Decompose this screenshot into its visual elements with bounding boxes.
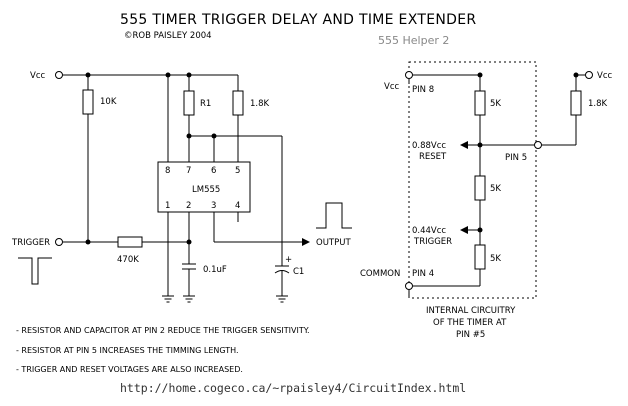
reset-voltage-label: 0.88Vcc (412, 141, 446, 151)
trigger-label-left: TRIGGER (11, 238, 50, 248)
note-1: - RESISTOR AND CAPACITOR AT PIN 2 REDUCE… (16, 326, 310, 335)
trigger-label-right: TRIGGER (413, 237, 452, 247)
trigger-arrow-icon (460, 226, 468, 234)
output-arrow-icon (302, 238, 310, 246)
internal-caption-line1: INTERNAL CIRCUITRY (426, 306, 516, 316)
capacitor-c1 (274, 270, 290, 274)
resistor-r1-label: R1 (200, 99, 211, 109)
trigger-terminal (55, 238, 63, 246)
capacitor-0-1uf-label: 0.1uF (203, 265, 227, 275)
reset-arrow-icon (460, 141, 468, 149)
output-label: OUTPUT (316, 238, 351, 248)
junction-dot (186, 133, 192, 139)
resistor-5k-bot-label: 5K (490, 254, 501, 264)
resistor-470k (117, 236, 143, 248)
resistor-470k-label: 470K (117, 255, 139, 265)
pin-8-label: 8 (165, 166, 170, 176)
resistor-5k-top (474, 90, 486, 116)
capacitor-c1-label: C1 (293, 267, 304, 277)
pin4-terminal (405, 282, 413, 290)
pin5-label: PIN 5 (505, 153, 527, 163)
helper-caption: 555 Helper 2 (378, 34, 449, 47)
right-circuit: Vcc PIN 8 5K 0.88Vcc RESET PIN 5 Vcc 1.8… (360, 61, 612, 340)
pin4-label: PIN 4 (412, 269, 434, 279)
lm555-chip (157, 161, 251, 213)
resistor-1-8k-right (570, 90, 582, 116)
resistor-10k-label: 10K (100, 97, 117, 107)
copyright-text: ©ROB PAISLEY 2004 (124, 31, 212, 41)
pin-4-label: 4 (235, 201, 240, 211)
diagram-title: 555 TIMER TRIGGER DELAY AND TIME EXTENDE… (120, 12, 476, 28)
junction-dot (85, 239, 91, 245)
note-3: - TRIGGER AND RESET VOLTAGES ARE ALSO IN… (16, 365, 243, 374)
note-2: - RESISTOR AT PIN 5 INCREASES THE TIMMIN… (16, 346, 239, 355)
reset-label: RESET (419, 152, 447, 162)
vcc-label-right-b: Vcc (597, 71, 612, 81)
vcc-terminal-left (55, 71, 63, 79)
resistor-r1 (183, 90, 195, 116)
resistor-1-8k-left (232, 90, 244, 116)
pin8-label: PIN 8 (412, 85, 434, 95)
pin-6-label: 6 (211, 166, 216, 176)
common-label: COMMON (360, 269, 400, 279)
internal-boundary (408, 61, 537, 299)
pin-3-label: 3 (211, 201, 216, 211)
trigger-pulse-waveform (18, 257, 52, 285)
resistor-5k-bot (474, 244, 486, 270)
resistor-1-8k-right-label: 1.8K (588, 99, 608, 109)
pin-5-label: 5 (235, 166, 240, 176)
pin-1-label: 1 (165, 201, 170, 211)
source-url[interactable]: http://home.cogeco.ca/~rpaisley4/Circuit… (120, 381, 466, 395)
pin8-terminal (405, 71, 413, 79)
pin-2-label: 2 (186, 201, 191, 211)
resistor-5k-mid-label: 5K (490, 184, 501, 194)
capacitor-c1-plus: + (285, 255, 292, 265)
resistor-10k (82, 89, 94, 115)
resistor-1-8k-left-label: 1.8K (250, 99, 270, 109)
resistor-5k-mid (474, 175, 486, 201)
trigger-voltage-label: 0.44Vcc (412, 226, 446, 236)
pin5-terminal (534, 141, 542, 149)
pin-7-label: 7 (186, 166, 191, 176)
output-pulse-waveform (316, 202, 352, 229)
vcc-label-left: Vcc (30, 71, 45, 81)
internal-caption-line2: OF THE TIMER AT (433, 318, 507, 328)
vcc-label-right-a: Vcc (384, 82, 399, 92)
left-circuit: Vcc 10K R1 1.8K LM555 8 7 6 (11, 71, 352, 303)
internal-caption-line3: PIN #5 (456, 330, 485, 340)
chip-label: LM555 (192, 185, 220, 195)
vcc-terminal-right (585, 71, 593, 79)
resistor-5k-top-label: 5K (490, 99, 501, 109)
